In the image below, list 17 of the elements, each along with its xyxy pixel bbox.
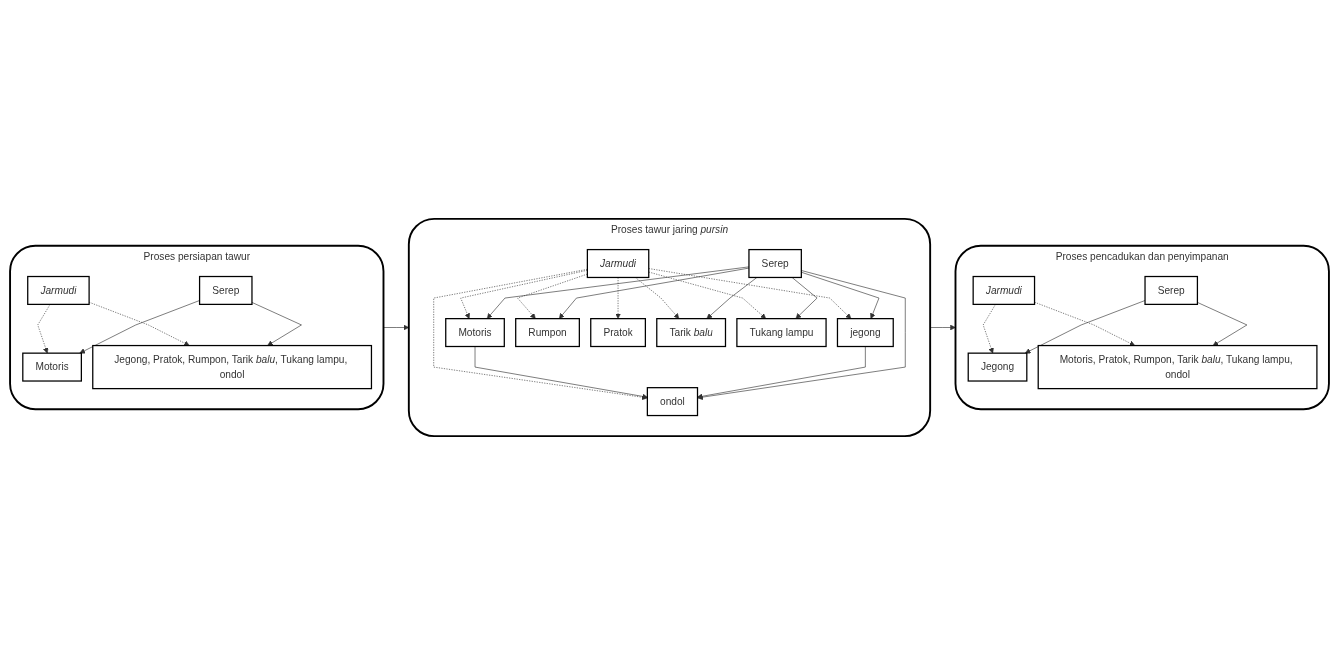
node-box: Jegong, Pratok, Rumpon, Tarik balu, Tukang lampu, ondol: [92, 344, 373, 390]
node-box: Tarik balu: [656, 318, 727, 348]
node-box: Jarmudi: [586, 248, 650, 279]
node-box: Jegong: [967, 352, 1028, 382]
node-box: Motoris: [22, 352, 82, 382]
node-box: Jarmudi: [972, 275, 1036, 305]
node-box: Motoris: [445, 318, 505, 348]
node-box: Jarmudi: [27, 275, 90, 305]
node-box: Motoris, Pratok, Rumpon, Tarik balu, Tukang lampu, ondol: [1037, 344, 1318, 390]
node-box: jegong: [836, 318, 894, 348]
node-box: Serep: [198, 275, 253, 305]
node-box: ondol: [646, 387, 699, 417]
node-box: Rumpon: [515, 318, 580, 348]
node-box: Pratok: [590, 318, 646, 348]
node-box: Serep: [1144, 275, 1199, 305]
node-box: Serep: [748, 248, 802, 279]
node-box: Tukang lampu: [736, 318, 827, 348]
